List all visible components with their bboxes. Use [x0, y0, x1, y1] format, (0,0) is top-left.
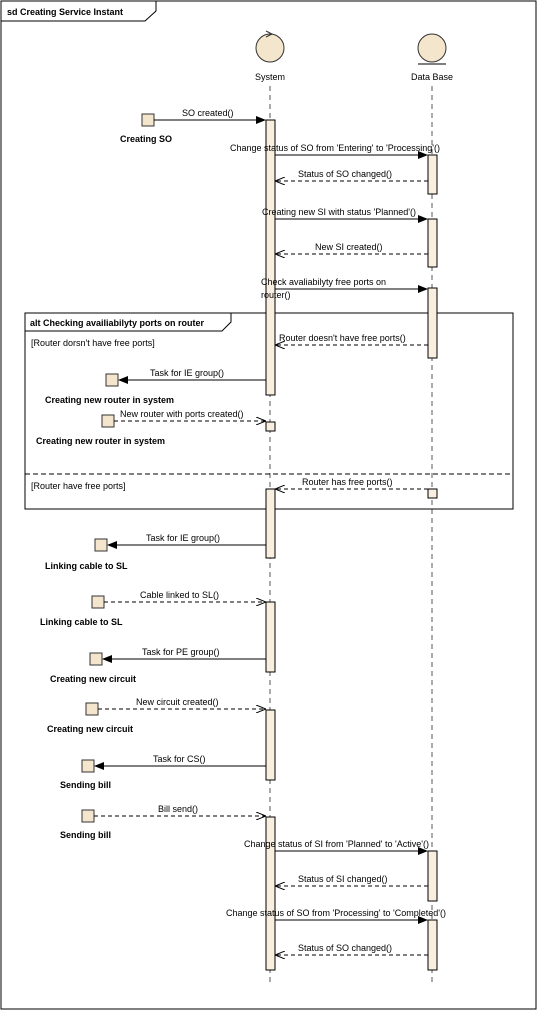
activation-bar — [265, 816, 276, 971]
gate-label: Creating new circuit — [47, 724, 133, 734]
lifeline-label: System — [255, 72, 285, 82]
frame-tab — [1, 1, 157, 22]
fragment-guard: [Router dorsn't have free ports] — [31, 338, 155, 348]
activation-bar — [265, 601, 276, 673]
message-label: Task for IE group() — [150, 368, 224, 378]
message-arrows — [94, 116, 428, 955]
gate-label: Creating SO — [120, 134, 172, 144]
lifeline-label: Data Base — [411, 72, 453, 82]
entity-icon — [417, 33, 447, 65]
gate-labels: Creating SO Creating new router in syste… — [36, 134, 174, 840]
gate-label: Sending bill — [60, 780, 111, 790]
message-label: Task for CS() — [153, 754, 206, 764]
message-label: SO created() — [182, 108, 234, 118]
message-label: Status of SI changed() — [298, 874, 388, 884]
message-label: New circuit created() — [136, 697, 219, 707]
gate-square — [81, 759, 95, 773]
message-label: Status of SO changed() — [298, 169, 392, 179]
gate-square — [89, 652, 103, 666]
gate-label: Creating new circuit — [50, 674, 136, 684]
gate-square — [81, 809, 95, 823]
gates — [81, 113, 155, 823]
message-label: Creating new SI with status 'Planned'() — [262, 207, 416, 217]
gate-label: Linking cable to SL — [45, 561, 128, 571]
gate-label: Creating new router in system — [36, 436, 165, 446]
message-label: Router has free ports() — [302, 477, 393, 487]
activation-bar — [265, 119, 276, 396]
gate-square — [85, 702, 99, 716]
activation-bar — [265, 421, 276, 432]
gate-square — [91, 595, 105, 609]
gate-square — [94, 538, 108, 552]
message-label: Change status of SI from 'Planned' to 'A… — [244, 839, 429, 849]
activation-bar — [427, 218, 438, 268]
activation-bar — [265, 709, 276, 781]
message-labels: SO created() Change status of SO from 'E… — [120, 108, 446, 953]
control-icon — [255, 30, 285, 63]
message-label: Check avaliabilyty free ports on — [261, 277, 386, 287]
lifeline-database: Data Base — [411, 33, 453, 985]
gate-label: Creating new router in system — [45, 395, 174, 405]
activation-bar — [427, 919, 438, 971]
message-label: Status of SO changed() — [298, 943, 392, 953]
gate-label: Sending bill — [60, 830, 111, 840]
activation-bar — [427, 154, 438, 195]
activation-bar — [427, 850, 438, 902]
message-label: Task for PE group() — [142, 647, 220, 657]
message-label: Change status of SO from 'Entering' to '… — [230, 143, 440, 153]
fragment-guard: [Router have free ports] — [31, 481, 126, 491]
gate-label: Linking cable to SL — [40, 617, 123, 627]
gate-square — [141, 113, 155, 127]
gate-square — [101, 414, 115, 428]
fragment-title: alt Checking availiabilyty ports on rout… — [30, 318, 205, 328]
message-label: New SI created() — [315, 242, 383, 252]
fragment-tab — [25, 313, 232, 332]
message-label: Task for IE group() — [146, 533, 220, 543]
activation-bar — [265, 488, 276, 559]
message-label: Router doesn't have free ports() — [279, 333, 406, 343]
activation-bar — [427, 287, 438, 359]
message-label: New router with ports created() — [120, 409, 244, 419]
message-label: Bill send() — [158, 804, 198, 814]
gate-square — [105, 373, 119, 387]
message-label: Cable linked to SL() — [140, 590, 219, 600]
message-label: Change status of SO from 'Processing' to… — [226, 908, 446, 918]
message-label: router() — [261, 290, 291, 300]
activation-bar — [427, 488, 438, 499]
frame-title: sd Creating Service Instant — [7, 7, 123, 17]
